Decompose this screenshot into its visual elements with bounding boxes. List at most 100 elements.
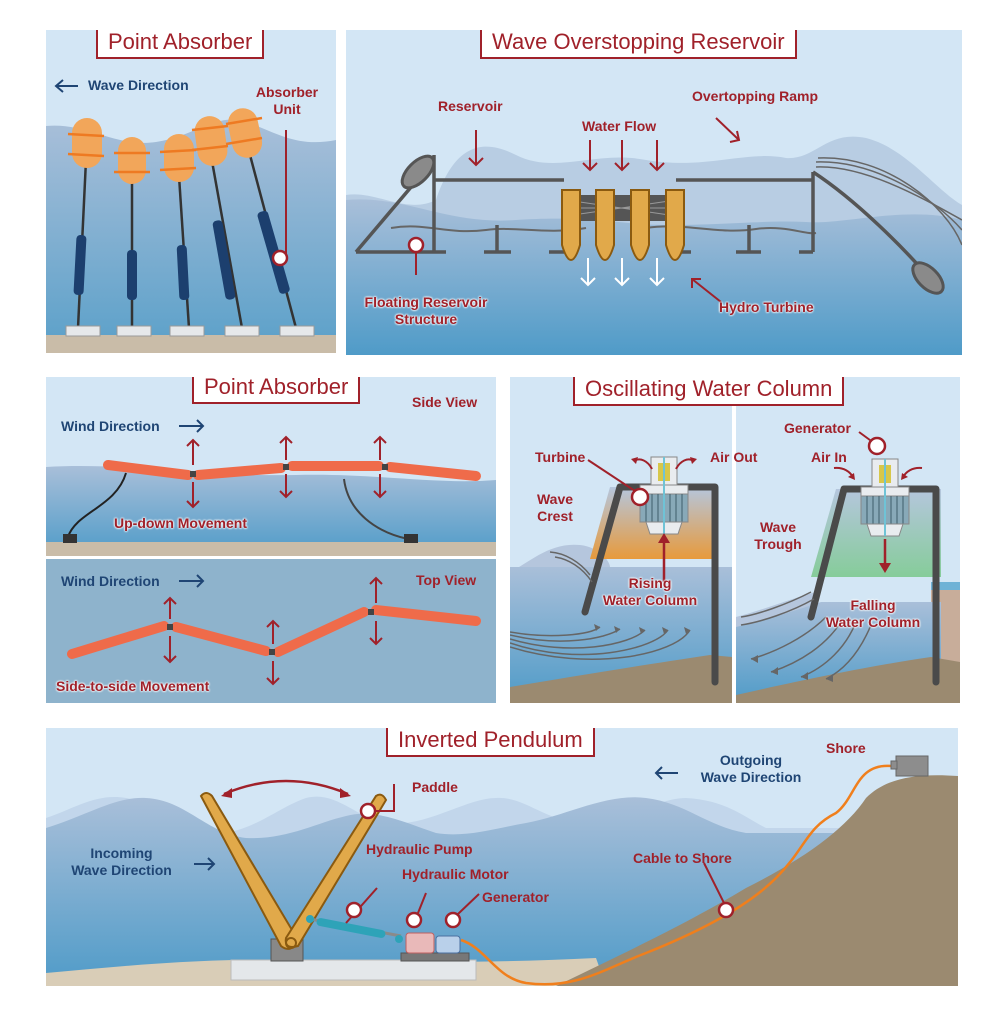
panel-inverted-pendulum: Inverted Pendulum Paddle Incoming Wave D…: [46, 728, 958, 986]
floating-segments: [67, 605, 481, 659]
wave-direction-label: Wave Direction: [88, 77, 189, 93]
hydraulic-pump: [306, 915, 403, 943]
rising-column-line-2: Water Column: [602, 592, 698, 608]
buoy-unit: [225, 108, 315, 337]
hydraulic-motor-label: Hydraulic Motor: [402, 866, 509, 882]
outgoing-wave-line-2: Wave Direction: [700, 769, 802, 785]
inverted-pendulum-illustration: [46, 728, 958, 986]
wave-crest-line-1: Wave: [536, 491, 574, 507]
platform: [230, 959, 477, 981]
arrow-left-icon: [54, 79, 78, 93]
buoy-unit: [65, 118, 105, 337]
generator: [435, 935, 461, 954]
floating-structure-line-1: Floating Reservoir: [364, 294, 488, 310]
wave-trough-line-1: Wave: [759, 519, 797, 535]
panel-title: Wave Overstopping Reservoir: [480, 30, 797, 59]
callout-marker: [630, 487, 650, 507]
floating-segments: [103, 460, 481, 481]
top-view-illustration: [46, 559, 496, 703]
rising-column-label: Rising Water Column: [595, 575, 705, 609]
point-absorber-buoys-illustration: [46, 30, 336, 353]
owc-illustration: [510, 377, 960, 703]
panel-title: Oscillating Water Column: [573, 377, 845, 406]
incoming-wave-line-1: Incoming: [90, 845, 153, 861]
swing-arc: [223, 779, 349, 796]
side-to-side-movement-label: Side-to-side Movement: [56, 678, 210, 694]
hydraulic-pump-label: Hydraulic Pump: [366, 841, 473, 857]
anchor: [404, 534, 418, 543]
hydraulic-motor: [405, 932, 435, 954]
float-right: [911, 261, 945, 295]
outflow-arrows: [580, 258, 665, 287]
wave-crest-line-2: Crest: [537, 508, 573, 524]
incoming-wave-line-2: Wave Direction: [71, 862, 172, 878]
up-down-arrows: [186, 435, 387, 509]
panel-point-absorber-side-view: Point Absorber Side View Wind Direction …: [46, 377, 496, 556]
arrow-right-icon: [179, 419, 205, 433]
panel-oscillating-water-column: Oscillating Water Column Turbine Air Out…: [510, 377, 960, 703]
seabed: [46, 542, 496, 556]
panel-title: Point Absorber: [192, 377, 361, 404]
sea: [46, 119, 336, 353]
floating-structure-line-2: Structure: [394, 311, 458, 327]
float-left: [400, 154, 436, 190]
absorber-unit-line-1: Absorber: [255, 84, 319, 100]
wave-trough-line-2: Trough: [754, 536, 802, 552]
shore-station: [895, 755, 929, 777]
panel-point-absorber-buoys: Point Absorber Wave Direction Absorber U…: [46, 30, 336, 353]
arrow-left-icon: [654, 766, 678, 780]
reservoir-label: Reservoir: [438, 98, 503, 114]
water-flow-label: Water Flow: [582, 118, 657, 134]
wind-direction-label: Wind Direction: [61, 573, 160, 589]
owc-rising-section: [510, 377, 732, 703]
wave-crest-label: Wave Crest: [530, 491, 580, 525]
turbine-label: Turbine: [535, 449, 586, 465]
cable: [460, 764, 892, 986]
side-to-side-arrows: [163, 576, 383, 686]
callout-markers: [345, 802, 735, 929]
sea-surface: [46, 559, 496, 703]
turbine-unit: [860, 458, 910, 537]
outgoing-wave-label: Outgoing Wave Direction: [691, 752, 811, 786]
absorber-unit-label: Absorber Unit: [249, 84, 325, 118]
seabed: [46, 335, 336, 353]
hydro-turbine-blades: [561, 189, 685, 261]
buoy-unit: [191, 116, 260, 337]
wave-trough-label: Wave Trough: [748, 519, 808, 553]
anchor: [63, 534, 77, 543]
panel-point-absorber-top-view: Top View Wind Direction Side-to-side Mov…: [46, 559, 496, 703]
air-out-label: Air Out: [710, 449, 758, 465]
generator-label: Generator: [482, 889, 549, 905]
falling-column-line-1: Falling: [850, 597, 896, 613]
owc-falling-section: [736, 377, 960, 703]
paddle-label: Paddle: [412, 779, 458, 795]
sea: [46, 465, 496, 556]
panel-title: Inverted Pendulum: [386, 728, 595, 757]
panel-wave-overtopping: Wave Overstopping Reservoir Reservoir Wa…: [346, 30, 962, 355]
wave-overtopping-illustration: [346, 30, 962, 355]
buoy-unit: [114, 137, 152, 337]
buoy-unit: [159, 134, 205, 337]
callout-marker: [867, 436, 887, 456]
shore: [556, 775, 958, 986]
arrow-right-icon: [194, 857, 216, 871]
callout-marker: [407, 236, 425, 254]
callout-marker: [271, 249, 289, 267]
water-flow-arrows: [468, 117, 741, 303]
side-view-illustration: [46, 377, 496, 556]
generator-label: Generator: [784, 420, 851, 436]
shore-label: Shore: [826, 740, 866, 756]
hydro-turbine-label: Hydro Turbine: [719, 299, 814, 315]
incoming-wave-label: Incoming Wave Direction: [64, 845, 179, 879]
rising-column-line-1: Rising: [628, 575, 672, 591]
up-down-movement-label: Up-down Movement: [114, 515, 247, 531]
top-view-label: Top View: [416, 572, 477, 588]
absorber-unit-line-2: Unit: [273, 101, 301, 117]
wind-direction-label: Wind Direction: [61, 418, 160, 434]
arrow-right-icon: [179, 574, 205, 588]
side-view-label: Side View: [412, 394, 478, 410]
floating-structure-label: Floating Reservoir Structure: [356, 294, 496, 328]
panel-title: Point Absorber: [96, 30, 265, 59]
overtopping-ramp-label: Overtopping Ramp: [692, 88, 819, 104]
falling-column-line-2: Water Column: [825, 614, 921, 630]
